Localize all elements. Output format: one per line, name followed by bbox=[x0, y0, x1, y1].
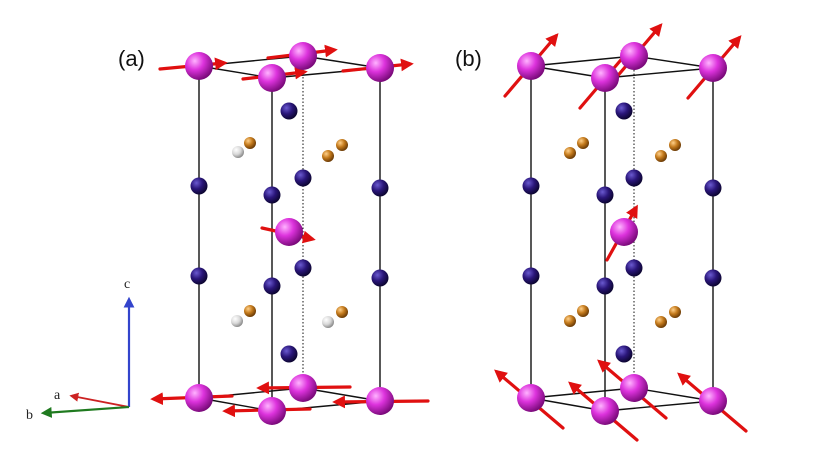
panel-a-magnetic-atoms bbox=[185, 42, 394, 425]
panel-a-dark-atoms bbox=[190, 102, 389, 363]
axis-b-label: b bbox=[26, 408, 33, 423]
panel-a-small-atom-pairs bbox=[231, 137, 348, 328]
panel-a-label: (a) bbox=[118, 46, 145, 71]
panel-b-magnetic-atoms bbox=[517, 42, 727, 425]
axis-a-arrow bbox=[69, 392, 130, 408]
axis-b-arrow bbox=[40, 405, 130, 418]
axis-triad: c a b bbox=[26, 277, 135, 423]
panel-b-label: (b) bbox=[455, 46, 482, 71]
panel-a: (a) bbox=[118, 42, 430, 425]
panel-b: (b) bbox=[455, 23, 748, 442]
axis-c-label: c bbox=[124, 277, 130, 292]
panel-b-small-atom-pairs bbox=[564, 137, 681, 328]
axis-a-label: a bbox=[54, 388, 61, 403]
panel-b-dark-atoms bbox=[522, 102, 722, 363]
